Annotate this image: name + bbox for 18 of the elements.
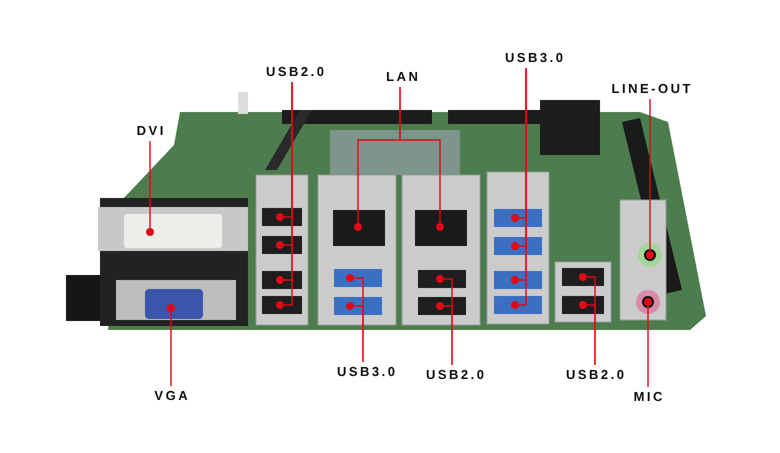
- leader-line: [444, 305, 453, 365]
- leader-line: [399, 87, 441, 223]
- port-label: LINE-OUT: [609, 81, 693, 97]
- port-label: USB3.0: [334, 364, 398, 380]
- port-label: VGA: [152, 388, 190, 404]
- port-label: USB3.0: [502, 50, 566, 66]
- port-label: USB2.0: [563, 367, 627, 383]
- port-label: MIC: [631, 389, 665, 405]
- leader-line: [149, 141, 151, 228]
- leader-line: [354, 305, 364, 362]
- leader-line: [647, 306, 649, 387]
- port-label: USB2.0: [263, 64, 327, 80]
- leader-line: [587, 304, 596, 365]
- leader-line: [170, 312, 172, 386]
- port-label: DVI: [134, 123, 166, 139]
- port-label: LAN: [384, 69, 420, 85]
- port-label: USB2.0: [423, 367, 487, 383]
- leader-line: [649, 99, 651, 251]
